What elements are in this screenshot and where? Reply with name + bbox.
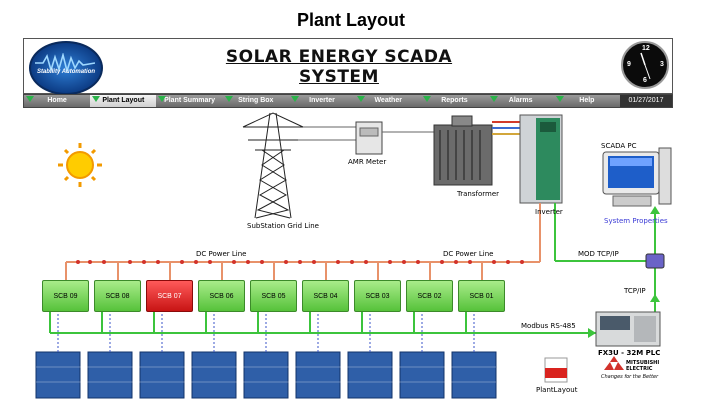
solar-panel-icon	[139, 351, 185, 399]
transformer-icon	[433, 115, 520, 186]
solar-panel-icon	[191, 351, 237, 399]
switch-icon	[645, 253, 665, 269]
transmission-tower-icon	[242, 112, 356, 219]
scb-06[interactable]: SCB 06	[198, 280, 245, 312]
solar-panels	[35, 351, 497, 399]
solar-panel-icon	[35, 351, 81, 399]
nav-string-box[interactable]: String Box	[223, 95, 289, 107]
plc-icon[interactable]	[595, 311, 661, 347]
app-header: Stability Automation SOLAR ENERGY SCADA …	[23, 38, 673, 95]
pdf-label[interactable]: PlantLayout	[536, 386, 578, 394]
nav-home[interactable]: Home	[24, 95, 90, 107]
dc-power-line-label-left: DC Power Line	[196, 250, 247, 258]
solar-panel-icon	[243, 351, 289, 399]
modbus-label: Modbus RS-485	[521, 322, 576, 330]
modbus-line	[49, 203, 656, 334]
sun-icon	[58, 143, 102, 187]
nav-date: 01/27/2017	[619, 95, 672, 107]
nav-bar: Home Plant Layout Plant Summary String B…	[23, 94, 673, 108]
panel-grid	[36, 366, 496, 383]
solar-panel-icon	[87, 351, 133, 399]
nav-plant-summary[interactable]: Plant Summary	[156, 95, 222, 107]
scb-05[interactable]: SCB 05	[250, 280, 297, 312]
solar-panel-icon	[347, 351, 393, 399]
scada-pc-icon[interactable]	[602, 147, 672, 207]
scb-03[interactable]: SCB 03	[354, 280, 401, 312]
transformer-label: Transformer	[457, 190, 500, 198]
mitsubishi-logo-icon	[604, 356, 624, 370]
nav-weather[interactable]: Weather	[355, 95, 421, 107]
dc-power-line	[65, 203, 541, 280]
inverter-icon[interactable]	[519, 114, 563, 204]
system-properties-link[interactable]: System Properties	[604, 217, 668, 225]
amr-meter-icon	[355, 121, 434, 155]
scb-07[interactable]: SCB 07	[146, 280, 193, 312]
solar-panel-icon	[399, 351, 445, 399]
clock-number-3: 3	[660, 61, 664, 68]
mod-tcpip-label: MOD TCP/IP	[578, 250, 619, 258]
clock-number-12: 12	[642, 45, 650, 52]
solar-panel-icon	[295, 351, 341, 399]
dc-power-line-label-right: DC Power Line	[443, 250, 494, 258]
amr-meter-label: AMR Meter	[348, 158, 387, 166]
substation-label: SubStation Grid Line	[247, 222, 319, 230]
scb-09[interactable]: SCB 09	[42, 280, 89, 312]
plc-label: FX3U - 32M PLC	[598, 349, 661, 357]
logo-wave-icon	[35, 53, 95, 73]
clock-icon: 12 3 6 9	[621, 41, 669, 89]
page-title: Plant Layout	[296, 10, 405, 30]
inverter-label: Inverter	[535, 208, 563, 216]
pdf-icon[interactable]	[544, 357, 568, 383]
app-title: SOLAR ENERGY SCADA SYSTEM	[225, 47, 453, 87]
mitsubishi-brand: MITSUBISHI ELECTRIC	[626, 360, 660, 372]
nav-plant-layout[interactable]: Plant Layout	[90, 95, 157, 107]
scada-pc-label: SCADA PC	[601, 142, 637, 150]
solar-panel-icon	[451, 351, 497, 399]
scb-04[interactable]: SCB 04	[302, 280, 349, 312]
tcpip-label: TCP/IP	[624, 287, 646, 295]
nav-help[interactable]: Help	[554, 95, 620, 107]
mitsubishi-slogan: Changes for the Better	[601, 374, 659, 380]
logo-text: Stability Automation	[36, 69, 96, 75]
nav-reports[interactable]: Reports	[421, 95, 487, 107]
clock-number-9: 9	[627, 61, 631, 68]
nav-inverter[interactable]: Inverter	[289, 95, 355, 107]
scb-08[interactable]: SCB 08	[94, 280, 141, 312]
clock-hands	[640, 52, 651, 80]
scb-01[interactable]: SCB 01	[458, 280, 505, 312]
scb-02[interactable]: SCB 02	[406, 280, 453, 312]
clock-number-6: 6	[643, 77, 647, 84]
nav-alarms[interactable]: Alarms	[488, 95, 554, 107]
dc-line-dots	[76, 260, 524, 264]
